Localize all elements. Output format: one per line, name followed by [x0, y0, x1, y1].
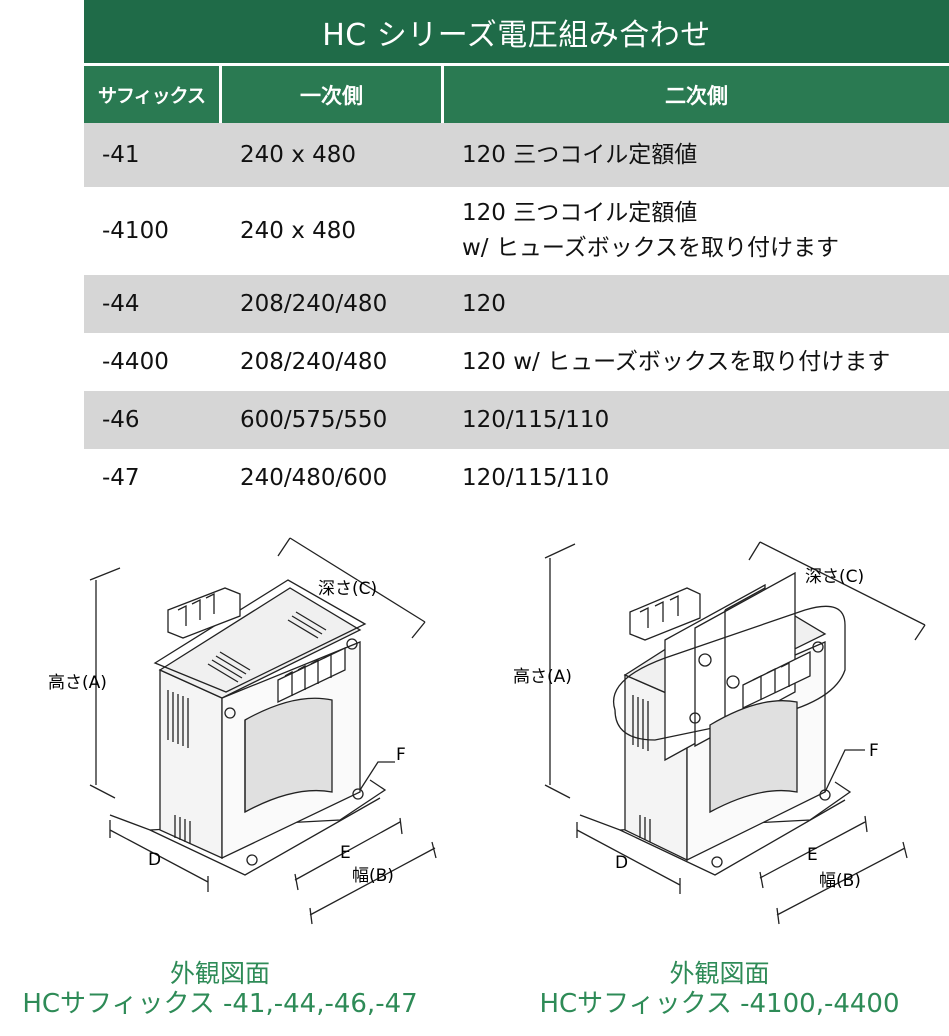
- secondary-line: 120 三つコイル定額値: [462, 200, 698, 226]
- left-height-label: 高さ(A): [48, 673, 107, 693]
- table-body: -41 240 x 480 120 三つコイル定額値 -4100 240 x 480 12…: [84, 123, 949, 507]
- cell-suffix: -47: [102, 465, 140, 491]
- cell-secondary: 120/115/110: [444, 403, 949, 438]
- left-f-label: F: [396, 745, 406, 765]
- table-row: -41 240 x 480 120 三つコイル定額値: [84, 123, 949, 187]
- table-row: -46 600/575/550 120/115/110: [84, 391, 949, 449]
- right-caption-title: 外観図面: [669, 959, 770, 988]
- left-caption: 外観図面 HCサフィックス -41,-44,-46,-47: [0, 958, 440, 1020]
- right-caption-suffixes: HCサフィックス -4100,-4400: [539, 989, 900, 1019]
- header-secondary: 二次側: [444, 66, 949, 123]
- table-header-row: サフィックス 一次側 二次側: [84, 66, 949, 123]
- right-width-label: 幅(B): [819, 871, 861, 891]
- cell-secondary: 120/115/110: [444, 461, 949, 496]
- table-row: -44 208/240/480 120: [84, 275, 949, 333]
- cell-suffix: -4100: [102, 218, 169, 244]
- cell-secondary: 120: [444, 287, 949, 322]
- secondary-line: 120/115/110: [462, 464, 610, 491]
- cell-primary: 600/575/550: [240, 407, 388, 433]
- cell-secondary: 120 w/ ヒューズボックスを取り付けます: [444, 345, 949, 380]
- left-width-label: 幅(B): [352, 866, 394, 886]
- right-caption: 外観図面 HCサフィックス -4100,-4400: [490, 958, 949, 1020]
- cell-suffix: -46: [102, 407, 140, 433]
- secondary-line: 120 w/ ヒューズボックスを取り付けます: [462, 348, 891, 375]
- cell-primary: 240/480/600: [240, 465, 388, 491]
- right-f-label: F: [869, 741, 879, 761]
- left-outline-drawing: 深さ(C) 高さ(A) D E 幅(B) F: [48, 537, 437, 925]
- left-e-label: E: [340, 843, 351, 863]
- table-row: -47 240/480/600 120/115/110: [84, 449, 949, 507]
- secondary-line: 120/115/110: [462, 406, 610, 433]
- voltage-table: HC シリーズ電圧組み合わせ サフィックス 一次側 二次側 -41 240 x 4…: [84, 0, 949, 507]
- cell-primary: 208/240/480: [240, 291, 388, 317]
- left-d-label: D: [148, 850, 161, 870]
- cell-suffix: -41: [102, 142, 140, 168]
- left-caption-title: 外観図面: [169, 959, 270, 988]
- secondary-line: w/ ヒューズボックスを取り付けます: [462, 235, 840, 261]
- right-depth-label: 深さ(C): [805, 567, 864, 587]
- right-d-label: D: [615, 853, 628, 873]
- header-primary: 一次側: [222, 66, 444, 123]
- table-title: HC シリーズ電圧組み合わせ: [84, 0, 949, 63]
- right-e-label: E: [807, 845, 818, 865]
- cell-primary: 240 x 480: [240, 218, 357, 244]
- secondary-line: 120 三つコイル定額値: [462, 141, 698, 168]
- cell-suffix: -44: [102, 291, 140, 317]
- cell-suffix: -4400: [102, 349, 169, 375]
- cell-primary: 240 x 480: [240, 142, 357, 168]
- right-height-label: 高さ(A): [513, 667, 572, 687]
- cell-secondary: 120 三つコイル定額値 w/ ヒューズボックスを取り付けます: [444, 196, 949, 266]
- cell-secondary: 120 三つコイル定額値: [444, 138, 949, 173]
- table-row: -4400 208/240/480 120 w/ ヒューズボックスを取り付けます: [84, 333, 949, 391]
- cell-primary: 208/240/480: [240, 349, 388, 375]
- left-depth-label: 深さ(C): [318, 579, 377, 599]
- secondary-line: 120: [462, 290, 506, 317]
- right-outline-drawing: 深さ(C) 高さ(A) D E 幅(B) F: [513, 541, 926, 925]
- left-caption-suffixes: HCサフィックス -41,-44,-46,-47: [22, 989, 418, 1019]
- table-row: -4100 240 x 480 120 三つコイル定額値 w/ ヒューズボックスを取り…: [84, 187, 949, 275]
- header-suffix: サフィックス: [84, 66, 222, 123]
